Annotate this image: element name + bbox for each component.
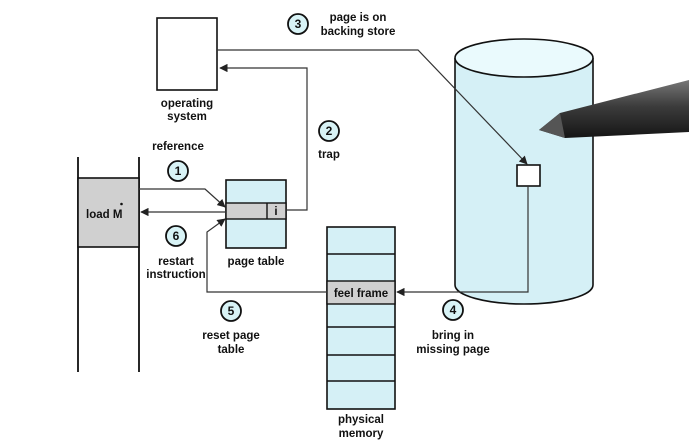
restart-label: restart <box>158 256 194 268</box>
page-table-label: page table <box>228 256 285 268</box>
operating-system-label: operating <box>161 98 213 110</box>
step-6: 6 <box>165 225 187 247</box>
reset-table-label: reset page <box>202 330 260 342</box>
step-6-number: 6 <box>173 229 180 243</box>
load-instruction-box <box>77 177 140 248</box>
free-frame-label: feel frame <box>334 288 388 300</box>
bring-in-label: bring in <box>432 330 474 342</box>
operating-system-label-2: system <box>167 111 207 123</box>
step-4: 4 <box>442 299 464 321</box>
physical-memory <box>326 226 396 410</box>
step-5: 5 <box>220 300 242 322</box>
arrow-bring-in <box>396 186 529 297</box>
reference-label: reference <box>152 141 204 153</box>
invalid-bit-label: i <box>274 206 277 218</box>
step-2: 2 <box>318 120 340 142</box>
trap-label: trap <box>318 149 340 161</box>
bring-in-label-2: missing page <box>416 344 490 356</box>
step-2-number: 2 <box>326 124 333 138</box>
missing-page-block <box>516 164 541 187</box>
page-on-store-label: page is on <box>330 12 387 24</box>
page-table <box>225 179 287 249</box>
pen-object <box>539 80 689 138</box>
page-on-store-label-2: backing store <box>321 26 396 38</box>
step-3: 3 <box>287 13 309 35</box>
step-3-number: 3 <box>295 17 302 31</box>
program-memory <box>77 157 140 372</box>
physical-memory-label-2: memory <box>339 428 384 440</box>
physical-memory-label: physical <box>338 414 384 426</box>
backing-store <box>454 38 594 305</box>
arrow-reference <box>139 188 226 208</box>
step-5-number: 5 <box>228 304 235 318</box>
step-1: 1 <box>167 160 189 182</box>
step-1-number: 1 <box>175 164 182 178</box>
arrow-page-on-store <box>217 49 528 165</box>
step-4-number: 4 <box>450 303 457 317</box>
restart-label-2: instruction <box>146 269 205 281</box>
reset-table-label-2: table <box>218 344 245 356</box>
arrow-trap <box>219 63 308 211</box>
operating-system-box <box>156 17 218 91</box>
load-m-label: load M <box>86 209 122 221</box>
arrow-reset-table <box>206 218 327 293</box>
